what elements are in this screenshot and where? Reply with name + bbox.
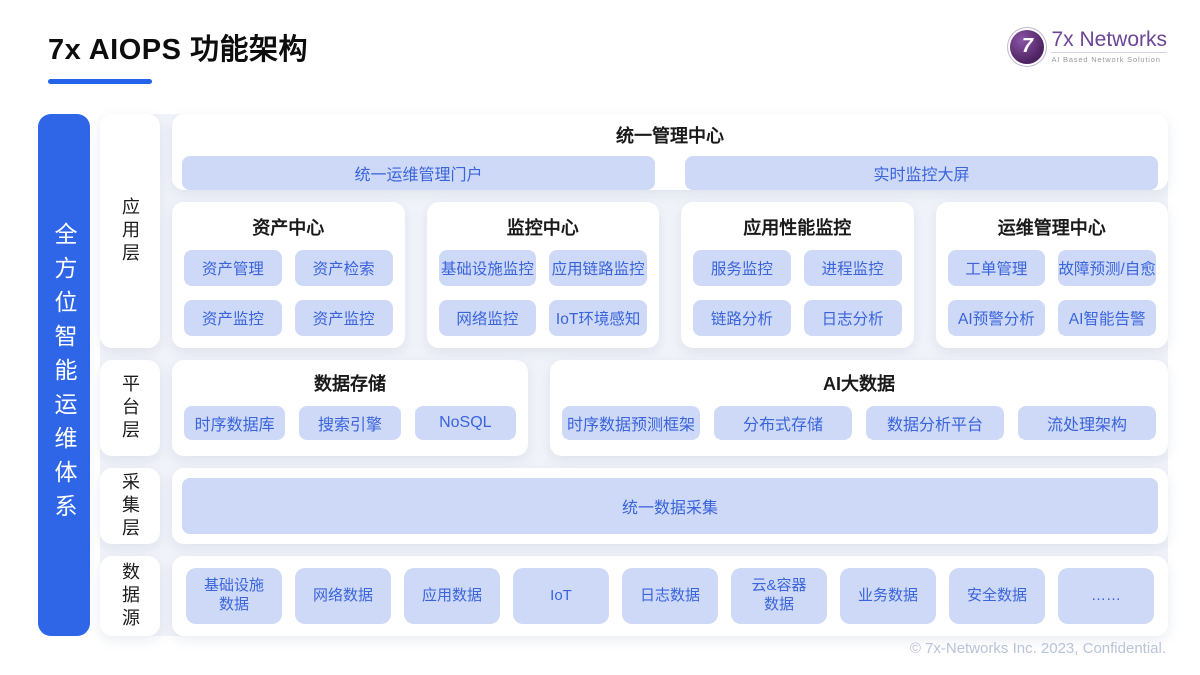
- logo-tagline: AI Based Network Solution: [1051, 52, 1167, 64]
- panel-monitor-center: 监控中心 基础设施监控 应用链路监控 网络监控 IoT环境感知: [426, 202, 659, 348]
- block: NoSQL: [414, 406, 516, 440]
- block: 云&容器 数据: [731, 568, 827, 624]
- pill-grid: 服务监控 进程监控 链路分析 日志分析: [693, 250, 902, 336]
- panel-data-collection: 统一数据采集: [172, 468, 1168, 544]
- layer-label: 平台层: [120, 373, 140, 443]
- copyright-notice: © 7x-Networks Inc. 2023, Confidential.: [909, 640, 1166, 657]
- block: 工单管理: [947, 250, 1046, 286]
- management-pills: 统一运维管理门户 实时监控大屏: [182, 156, 1158, 190]
- block: 基础设施监控: [438, 250, 537, 286]
- logo-brand-name: 7x Networks: [1051, 28, 1167, 51]
- block: 网络数据: [295, 568, 391, 624]
- block: 资产监控: [294, 300, 393, 336]
- panel-title: 监控中心: [506, 218, 579, 238]
- logo-7-icon: 7: [1010, 29, 1045, 64]
- panel-data-sources: 基础设施 数据 网络数据 应用数据 IoT 日志数据 云&容器 数据 业务数据 …: [172, 556, 1168, 636]
- layer-application: 应用层: [100, 114, 160, 348]
- pill-grid: 工单管理 故障预测/自愈 AI预警分析 AI智能告警: [947, 250, 1156, 336]
- panel-ai-bigdata: AI大数据 时序数据预测框架 分布式存储 数据分析平台 流处理架构: [550, 360, 1168, 456]
- layer-label: 数据源: [120, 561, 140, 631]
- panel-title: 资产中心: [252, 218, 325, 238]
- page-title: 7x AIOPS 功能架构: [48, 34, 309, 66]
- block-monitor-screen: 实时监控大屏: [685, 156, 1158, 190]
- panel-title: 应用性能监控: [743, 218, 852, 238]
- layer-platform: 平台层: [100, 360, 160, 456]
- block: 流处理架构: [1018, 406, 1156, 440]
- layer-label: 采集层: [120, 471, 140, 541]
- block: IoT环境感知: [549, 300, 647, 336]
- block: ……: [1058, 568, 1154, 624]
- pill-row: 时序数据库 搜索引擎 NoSQL: [184, 406, 516, 440]
- block: 时序数据预测框架: [562, 406, 700, 440]
- pill-grid: 基础设施监控 应用链路监控 网络监控 IoT环境感知: [438, 250, 647, 336]
- block: 应用链路监控: [549, 250, 647, 286]
- panel-apm: 应用性能监控 服务监控 进程监控 链路分析 日志分析: [681, 202, 914, 348]
- logo-text: 7x Networks AI Based Network Solution: [1051, 28, 1167, 64]
- pill-row: 时序数据预测框架 分布式存储 数据分析平台 流处理架构: [562, 406, 1156, 440]
- block: AI预警分析: [947, 300, 1046, 336]
- diagram-content: 统一管理中心 统一运维管理门户 实时监控大屏 资产中心 资产管理 资产检索 资产…: [172, 114, 1168, 636]
- side-banner: 全方位智能运维体系: [38, 114, 90, 636]
- block: 资产监控: [184, 300, 282, 336]
- company-logo: 7 7x Networks AI Based Network Solution: [1010, 28, 1167, 64]
- block: 网络监控: [438, 300, 537, 336]
- block: 基础设施 数据: [186, 568, 282, 624]
- panel-asset-center: 资产中心 资产管理 资产检索 资产监控 资产监控: [172, 202, 405, 348]
- block: 时序数据库: [184, 406, 286, 440]
- block: 资产管理: [184, 250, 282, 286]
- title-underline: [48, 79, 152, 84]
- block: 服务监控: [693, 250, 791, 286]
- block: 搜索引擎: [299, 406, 401, 440]
- panel-data-storage: 数据存储 时序数据库 搜索引擎 NoSQL: [172, 360, 528, 456]
- block-unified-collection: 统一数据采集: [182, 478, 1158, 534]
- block: 应用数据: [404, 568, 500, 624]
- layer-label: 应用层: [120, 196, 140, 266]
- panel-ops-management: 运维管理中心 工单管理 故障预测/自愈 AI预警分析 AI智能告警: [935, 202, 1168, 348]
- diagram-frame: 应用层 平台层 采集层 数据源 统一管理中心 统一运维管理门户 实时监控大屏 资…: [100, 114, 1168, 636]
- layer-datasource: 数据源: [100, 556, 160, 636]
- block: 业务数据: [840, 568, 936, 624]
- panel-title: 数据存储: [314, 374, 386, 394]
- side-banner-label: 全方位智能运维体系: [51, 222, 77, 528]
- panel-title: AI大数据: [823, 374, 895, 394]
- layer-collection: 采集层: [100, 468, 160, 544]
- panel-title: 统一管理中心: [616, 126, 724, 146]
- block: 日志分析: [803, 300, 902, 336]
- block: 资产检索: [294, 250, 393, 286]
- centers-row: 资产中心 资产管理 资产检索 资产监控 资产监控 监控中心 基础设施监控 应用链…: [172, 202, 1168, 348]
- platform-row: 数据存储 时序数据库 搜索引擎 NoSQL AI大数据 时序数据预测框架 分布式…: [172, 360, 1168, 456]
- block: 安全数据: [949, 568, 1045, 624]
- architecture-diagram: 全方位智能运维体系 应用层 平台层 采集层 数据源 统一管理中心 统一运维管理门…: [38, 114, 1168, 636]
- layer-column: 应用层 平台层 采集层 数据源: [100, 114, 160, 636]
- block: AI智能告警: [1058, 300, 1156, 336]
- panel-unified-management: 统一管理中心 统一运维管理门户 实时监控大屏: [172, 114, 1168, 190]
- block: 数据分析平台: [866, 406, 1004, 440]
- panel-title: 运维管理中心: [997, 218, 1106, 238]
- pill-grid: 资产管理 资产检索 资产监控 资产监控: [184, 250, 393, 336]
- block: 故障预测/自愈: [1058, 250, 1156, 286]
- block: 链路分析: [693, 300, 791, 336]
- block: 分布式存储: [714, 406, 852, 440]
- block: 进程监控: [803, 250, 902, 286]
- block-ops-portal: 统一运维管理门户: [182, 156, 655, 190]
- block: 日志数据: [622, 568, 718, 624]
- block: IoT: [513, 568, 609, 624]
